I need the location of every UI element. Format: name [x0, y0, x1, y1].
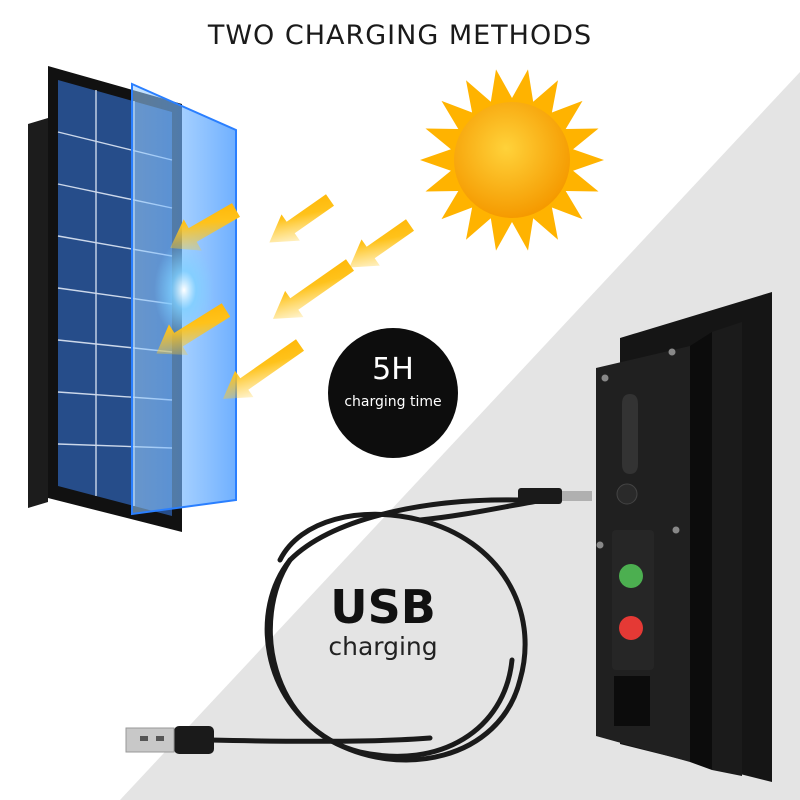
light-flare: [154, 242, 214, 338]
dc-plug: [518, 488, 592, 504]
page-headline: TWO CHARGING METHODS: [207, 20, 593, 51]
sun-icon: [420, 69, 604, 251]
usb-title: USB: [330, 580, 436, 634]
solar-panel: [28, 66, 237, 532]
light-sensor: [619, 564, 643, 588]
charging-time-label: charging time: [344, 394, 442, 410]
usb-charging-label: charging: [328, 632, 438, 661]
usb-plug: [125, 726, 214, 754]
charging-time-badge: 5H charging time: [328, 328, 458, 458]
usb-cable: [207, 493, 578, 763]
power-button: [619, 616, 643, 640]
light-unit: [596, 292, 772, 782]
sunlight-arrows: [156, 194, 415, 399]
control-panel: [612, 530, 654, 670]
charging-hours: 5H: [372, 352, 414, 387]
